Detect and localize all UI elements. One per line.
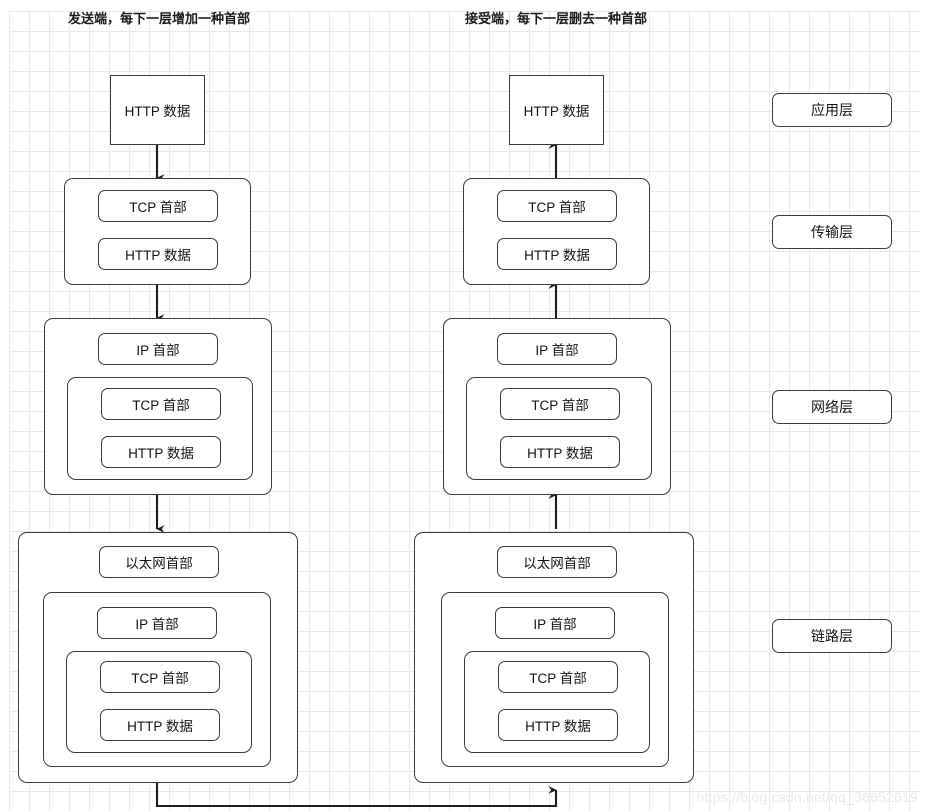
layer-label-application[interactable]: 应用层: [772, 93, 892, 127]
sender-network-ip-header[interactable]: IP 首部: [98, 333, 218, 365]
sender-link-inner-ip-header[interactable]: IP 首部: [97, 607, 217, 639]
receiver-transport-tcp-header[interactable]: TCP 首部: [497, 190, 617, 222]
layer-label-link[interactable]: 链路层: [772, 619, 892, 653]
receiver-column-title: 接受端，每下一层删去一种首部: [464, 11, 647, 26]
sender-link-inner-http-data[interactable]: HTTP 数据: [100, 709, 220, 741]
sender-network-packet[interactable]: IP 首部 TCP 首部 HTTP 数据: [44, 318, 272, 495]
wire-physical-medium: [155, 783, 558, 808]
layer-label-transport[interactable]: 传输层: [772, 215, 892, 249]
sender-network-inner-tcp-header[interactable]: TCP 首部: [101, 388, 221, 420]
sender-link-inner-packet[interactable]: IP 首部 TCP 首部 HTTP 数据: [43, 592, 271, 767]
receiver-network-ip-header[interactable]: IP 首部: [497, 333, 617, 365]
receiver-link-frame[interactable]: 以太网首部 IP 首部 TCP 首部 HTTP 数据: [414, 532, 694, 783]
receiver-link-inner-ip-header[interactable]: IP 首部: [495, 607, 615, 639]
canvas-right-margin: [920, 0, 928, 811]
receiver-link-inner-tcp-header[interactable]: TCP 首部: [498, 661, 618, 693]
sender-network-inner-http-data[interactable]: HTTP 数据: [101, 436, 221, 468]
sender-link-ethernet-header[interactable]: 以太网首部: [99, 546, 219, 578]
sender-transport-http-data[interactable]: HTTP 数据: [98, 238, 218, 270]
receiver-network-packet[interactable]: IP 首部 TCP 首部 HTTP 数据: [443, 318, 671, 495]
receiver-link-inner-packet[interactable]: IP 首部 TCP 首部 HTTP 数据: [441, 592, 669, 767]
receiver-transport-segment[interactable]: TCP 首部 HTTP 数据: [463, 178, 650, 285]
sender-transport-segment[interactable]: TCP 首部 HTTP 数据: [64, 178, 251, 285]
sender-link-inner-segment[interactable]: TCP 首部 HTTP 数据: [66, 651, 252, 753]
sender-network-inner-segment[interactable]: TCP 首部 HTTP 数据: [67, 377, 253, 480]
receiver-network-inner-tcp-header[interactable]: TCP 首部: [500, 388, 620, 420]
receiver-application-http-data[interactable]: HTTP 数据: [509, 75, 604, 145]
receiver-network-inner-segment[interactable]: TCP 首部 HTTP 数据: [466, 377, 652, 480]
sender-application-http-data[interactable]: HTTP 数据: [110, 75, 205, 145]
sender-link-frame[interactable]: 以太网首部 IP 首部 TCP 首部 HTTP 数据: [18, 532, 298, 783]
sender-link-inner-tcp-header[interactable]: TCP 首部: [100, 661, 220, 693]
receiver-link-inner-segment[interactable]: TCP 首部 HTTP 数据: [464, 651, 650, 753]
csdn-watermark: https://blog.csdn.net/qq_36652619: [696, 789, 918, 805]
receiver-link-ethernet-header[interactable]: 以太网首部: [497, 546, 617, 578]
sender-transport-tcp-header[interactable]: TCP 首部: [98, 190, 218, 222]
receiver-transport-http-data[interactable]: HTTP 数据: [497, 238, 617, 270]
receiver-link-inner-http-data[interactable]: HTTP 数据: [498, 709, 618, 741]
layer-label-network[interactable]: 网络层: [772, 390, 892, 424]
receiver-network-inner-http-data[interactable]: HTTP 数据: [500, 436, 620, 468]
sender-column-title: 发送端，每下一层增加一种首部: [67, 11, 250, 26]
